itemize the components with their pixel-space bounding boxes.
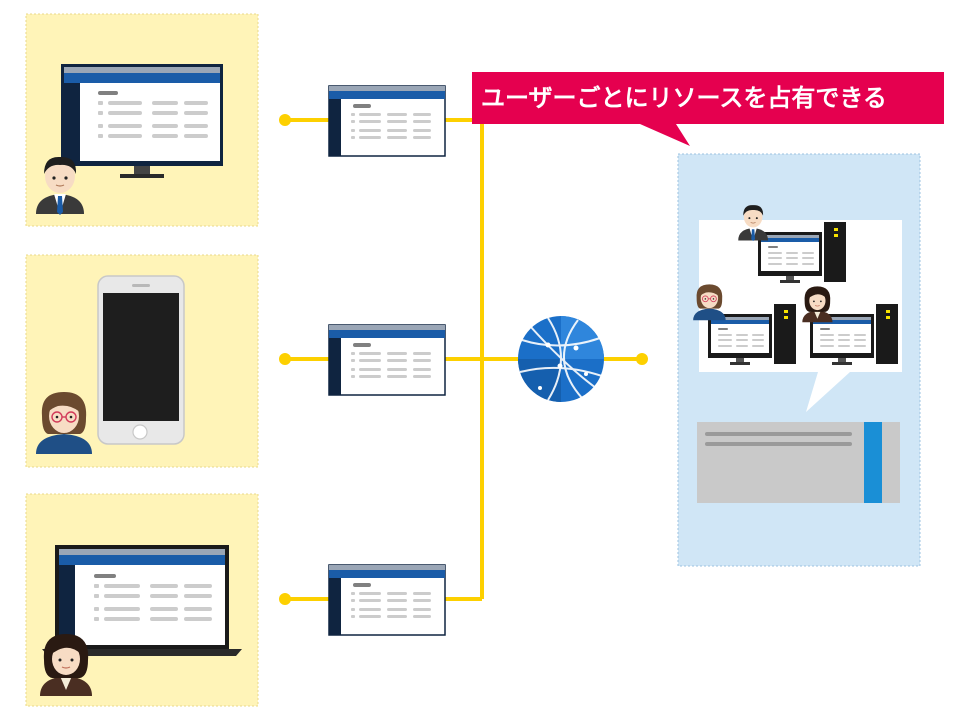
smartphone-icon [97, 275, 185, 445]
client-panel-desktop [25, 13, 259, 227]
remote-session-window [328, 324, 446, 396]
callout-text: ユーザーごとにリソースを占有できる [481, 84, 887, 112]
woman-icon [39, 633, 93, 697]
laptop-icon [42, 545, 242, 656]
server-panel [677, 153, 921, 567]
server-box-icon [697, 422, 900, 503]
desktop-monitor-icon [61, 64, 223, 178]
client-panel-smartphone [25, 254, 259, 468]
globe-icon [518, 316, 604, 402]
woman-icon [801, 285, 833, 323]
callout-banner: ユーザーごとにリソースを占有できる [472, 72, 944, 146]
remote-session-window [328, 564, 446, 636]
connector-endpoints [279, 114, 648, 605]
client-panel-laptop [25, 493, 259, 707]
remote-session-window [328, 85, 446, 157]
